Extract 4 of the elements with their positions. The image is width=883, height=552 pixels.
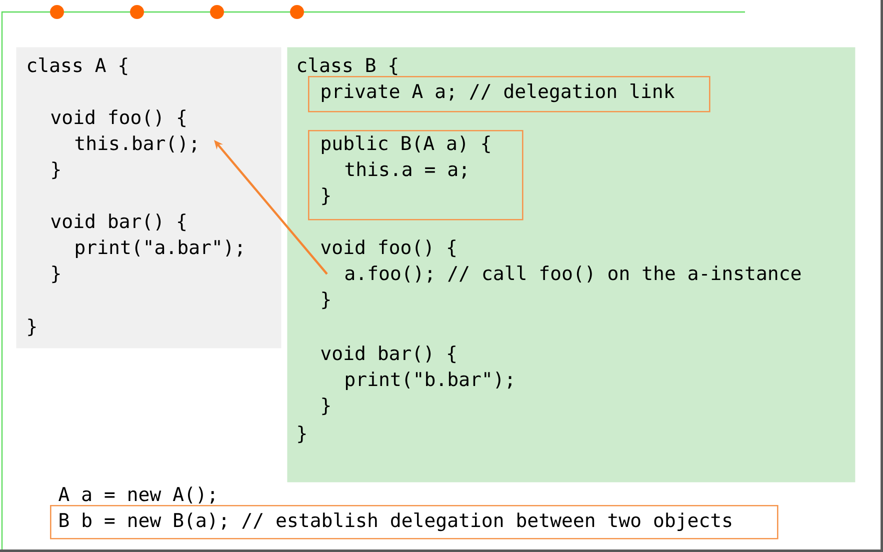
highlight-box: private A a; // delegation link [308,76,710,112]
code-panel: class A { void foo() { this.bar(); } void bar() { print("a.bar"); } } [16,47,282,348]
highlight-box: public B(A a) { this.a = a; } [308,130,524,220]
highlight-box: B b = new B(a); // establish delegation between two objects [50,505,778,540]
